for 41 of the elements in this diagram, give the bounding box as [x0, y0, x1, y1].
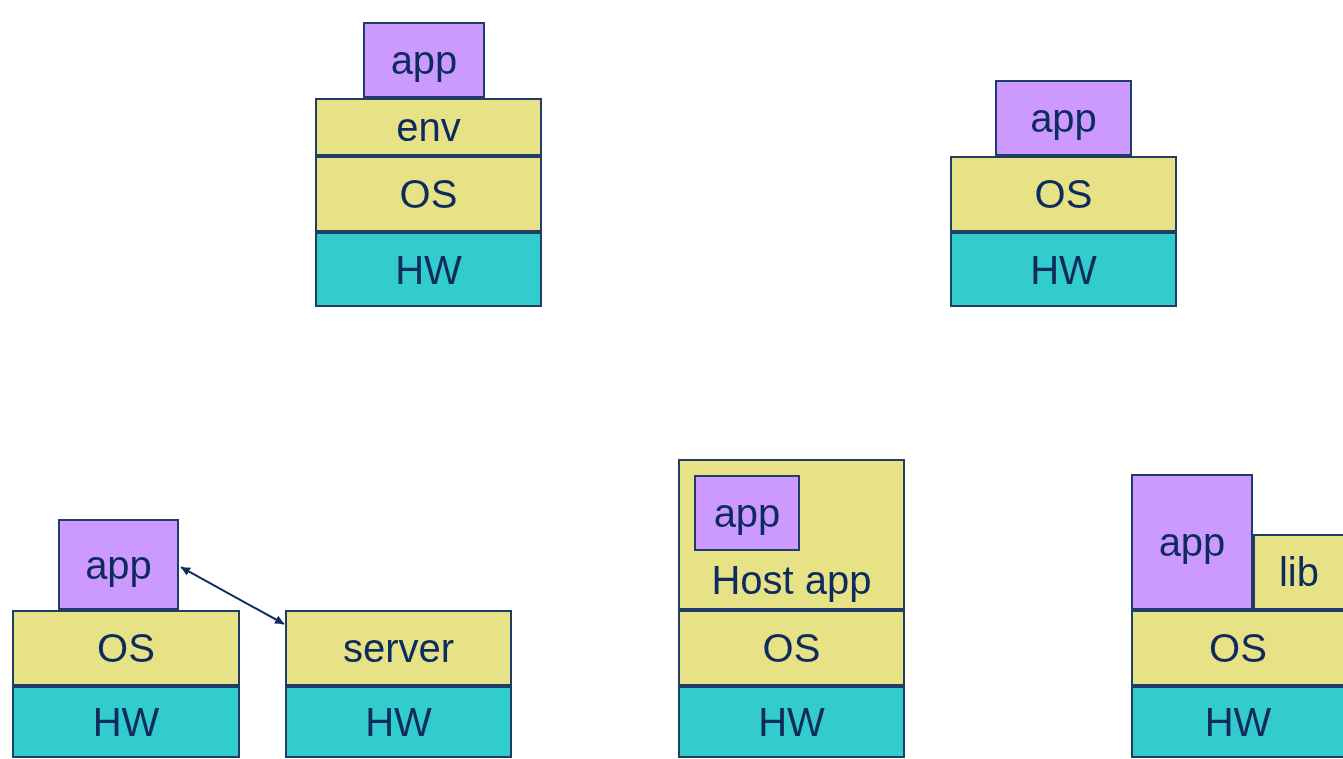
hardware-layer [678, 686, 905, 758]
app-box [995, 80, 1132, 156]
layer-box [1131, 610, 1343, 686]
layer-box [315, 156, 542, 232]
layer-label: HW [92, 700, 160, 744]
layer-label: env [396, 105, 461, 149]
layer-box [678, 459, 905, 610]
app-box [363, 22, 485, 98]
layer-label: Host app [711, 558, 872, 602]
layer-label: app [713, 491, 781, 535]
layer-box [285, 610, 512, 686]
layer-label: HW [1204, 700, 1272, 744]
layer-label: OS [762, 626, 821, 670]
layer-label: OS [399, 172, 458, 216]
layer-box [1253, 534, 1343, 610]
hardware-layer [950, 232, 1177, 307]
hardware-layer [1131, 686, 1343, 758]
app-box [694, 475, 800, 551]
layer-label: OS [1034, 172, 1093, 216]
app-box [58, 519, 179, 610]
layer-box [12, 610, 240, 686]
app-box [1131, 474, 1253, 610]
layer-label: app [1030, 96, 1097, 140]
layer-label: app [85, 542, 152, 587]
double-arrow [180, 566, 285, 625]
layer-label: OS [1209, 626, 1267, 670]
hardware-layer [285, 686, 512, 758]
layer-box [950, 156, 1177, 232]
layer-label: HW [758, 700, 825, 744]
layer-label: HW [395, 247, 462, 292]
layer-box [678, 610, 905, 686]
hardware-layer [12, 686, 240, 758]
layer-label: app [1158, 520, 1226, 564]
layer-label: OS [97, 626, 155, 670]
layer-label: server [342, 626, 455, 670]
layer-label: lib [1279, 550, 1319, 594]
layer-label: HW [1030, 247, 1097, 292]
layer-label: app [390, 38, 458, 82]
hardware-layer [315, 232, 542, 307]
layer-label: HW [365, 700, 432, 744]
layer-box [315, 98, 542, 156]
